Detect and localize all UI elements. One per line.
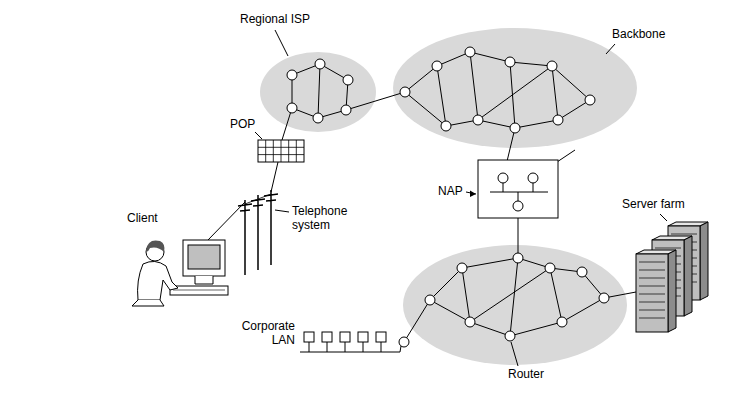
nap-box <box>478 160 558 218</box>
text-label: NAP <box>438 185 463 199</box>
lan-host <box>340 332 350 342</box>
text-label: Backbone <box>612 28 665 42</box>
person-body <box>138 261 178 300</box>
telephone-wire <box>245 194 271 204</box>
lan-host <box>304 332 314 342</box>
router <box>557 317 567 327</box>
router <box>465 47 475 57</box>
router <box>441 121 451 131</box>
server-rack-side <box>668 250 676 332</box>
leader-lines <box>255 30 667 366</box>
lan-bus <box>300 342 401 352</box>
router <box>547 61 557 71</box>
pop-grid <box>258 140 304 162</box>
backbone-links <box>405 52 590 128</box>
router <box>505 331 515 341</box>
router <box>513 253 523 263</box>
router <box>528 173 538 183</box>
router <box>432 61 442 71</box>
router <box>425 295 435 305</box>
router <box>505 57 515 67</box>
router <box>341 105 351 115</box>
person-seat <box>132 300 164 306</box>
lan-host <box>358 332 368 342</box>
regional-links <box>292 64 348 118</box>
monitor-screen <box>188 245 220 269</box>
text-label: Server farm <box>622 198 685 212</box>
router <box>287 103 297 113</box>
backbone-cloud <box>393 28 637 148</box>
keyboard-keys <box>173 290 225 291</box>
router <box>400 87 410 97</box>
router <box>545 263 555 273</box>
router <box>513 201 523 211</box>
person-hair <box>146 240 165 252</box>
text-label: Telephone system <box>292 205 356 233</box>
monitor-stand <box>195 276 213 284</box>
server-slots <box>639 262 665 318</box>
router <box>457 263 467 273</box>
server-rack-side <box>684 236 692 316</box>
text-label: POP <box>230 118 255 132</box>
nap-pointer-head <box>470 191 476 198</box>
text-label: Client <box>127 212 158 226</box>
lan-host <box>322 332 332 342</box>
corporate-network-cloud <box>403 245 627 365</box>
router <box>510 123 520 133</box>
text-label: Regional ISP <box>225 13 325 27</box>
text-label: Router <box>508 368 544 382</box>
router <box>343 75 353 85</box>
router <box>498 173 508 183</box>
router <box>577 267 587 277</box>
router <box>599 293 609 303</box>
router <box>315 59 325 69</box>
router <box>399 337 409 347</box>
router <box>473 115 483 125</box>
regional-isp-cloud <box>260 52 376 132</box>
keyboard <box>170 286 228 295</box>
router <box>585 95 595 105</box>
server-rack <box>636 254 668 332</box>
lan-host <box>376 332 386 342</box>
pop-box <box>258 140 304 162</box>
router <box>313 113 323 123</box>
router <box>553 115 563 125</box>
router <box>465 317 475 327</box>
router <box>287 70 297 80</box>
server-rack-side <box>700 222 708 300</box>
text-label: Corporate LAN <box>229 320 295 348</box>
interconnect-wires <box>208 92 636 342</box>
telephone-poles <box>238 190 278 275</box>
monitor <box>183 240 225 276</box>
lower-network-links <box>430 258 604 336</box>
